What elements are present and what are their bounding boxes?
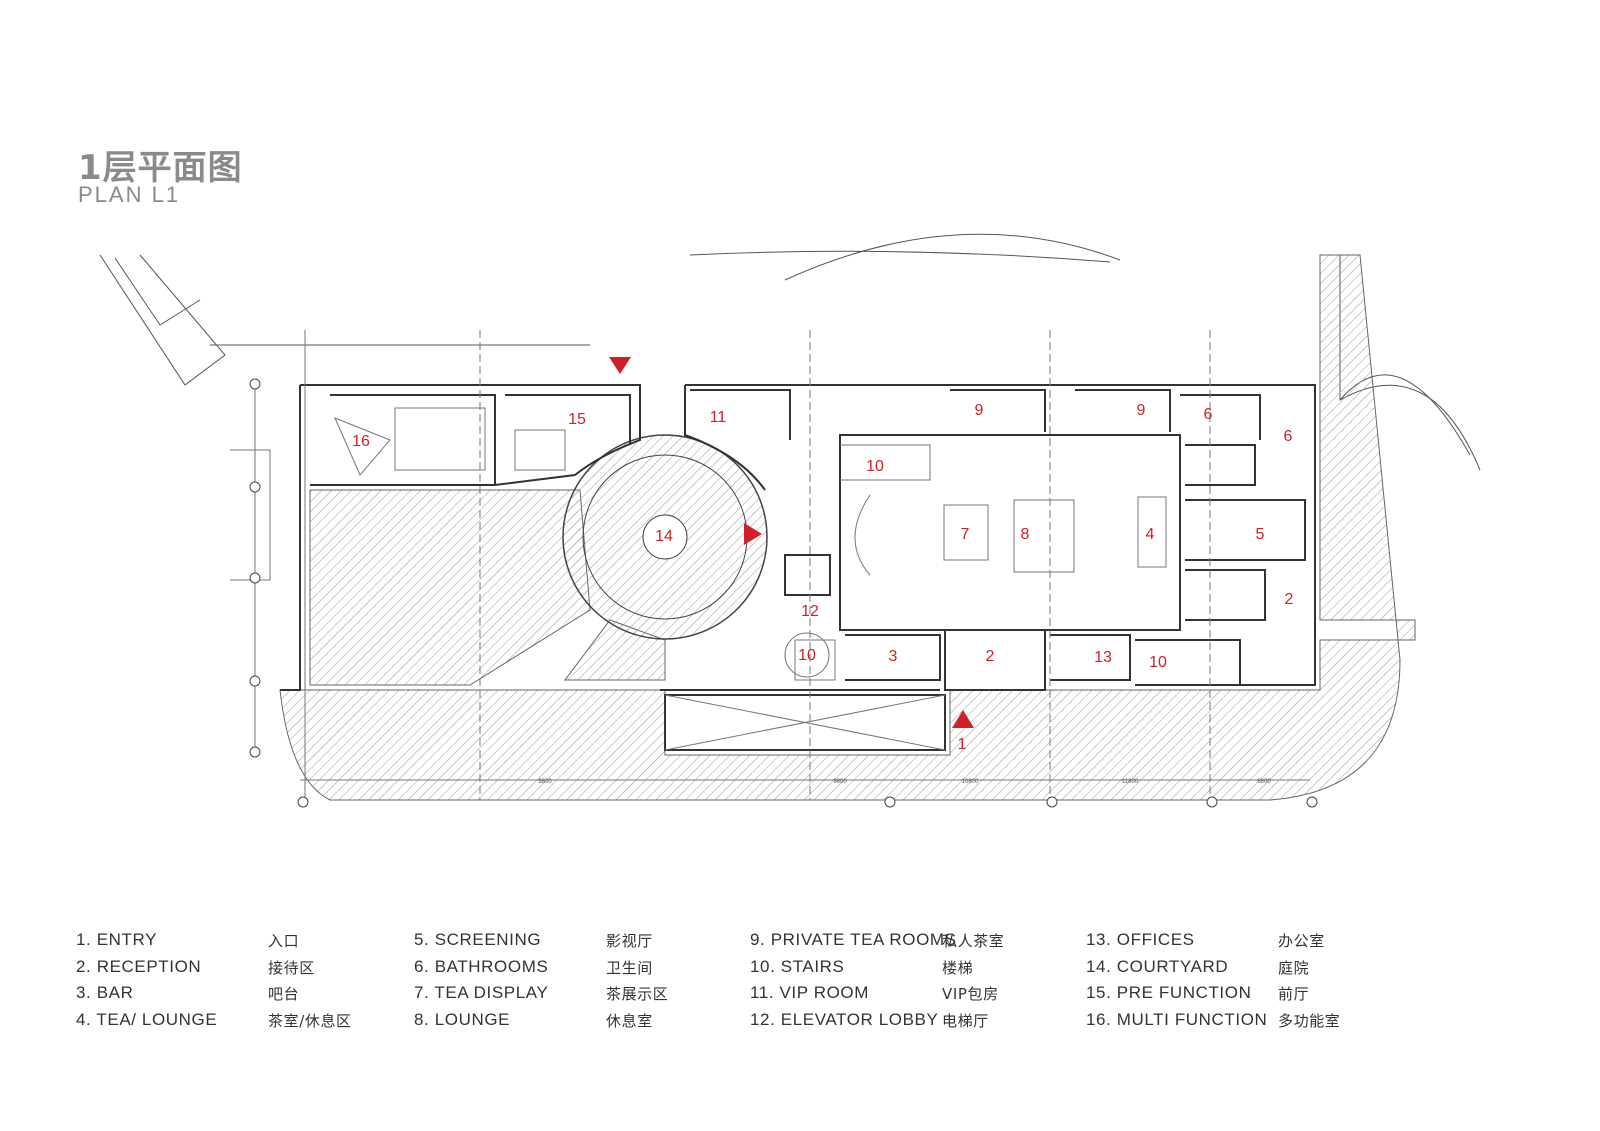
room-label: 6 [1204,406,1213,423]
room-label: 15 [568,411,586,428]
dimension-label: 11800 [1122,779,1139,785]
legend-item-cn: 影视厅 [606,932,653,950]
legend-item-en: 2. RECEPTION [76,956,202,976]
room-label: 2 [986,648,995,665]
legend-item-cn: 接待区 [268,958,315,977]
legend-item: 5. SCREENING 影视厅 [414,930,652,950]
legend-item-en: 16. MULTI FUNCTION [1086,1009,1268,1029]
room-label: 11 [710,409,727,426]
legend-item: 14. COURTYARD 庭院 [1086,956,1309,977]
room-label: 2 [1285,591,1294,608]
legend-item: 1. ENTRY 入口 [76,930,299,950]
legend-item-en: 6. BATHROOMS [414,956,549,976]
floor-plan-drawing: 16 15 11 9 9 6 6 10 7 8 4 5 14 12 2 10 3 2 13 10 1 9800 9800 1… [99,233,1481,808]
legend-item-en: 14. COURTYARD [1086,956,1229,976]
hatched-paving [279,254,1416,801]
interior-details [230,330,1310,800]
legend: 1. ENTRY 入口 2. RECEPTION 接待区 3. BAR 吧台 4. TEA/… [76,930,1556,1050]
legend-item-en: 10. STAIRS [750,956,845,976]
legend-item-cn: VIP包房 [942,985,999,1003]
legend-item: 4. TEA/ LOUNGE 茶室/休息区 [76,1009,351,1030]
legend-item-en: 8. LOUNGE [414,1009,511,1029]
dimension-label: 9800 [538,779,552,785]
legend-item-en: 1. ENTRY [76,930,158,949]
plan-title-en: PLAN L1 [78,182,181,207]
room-label: 10 [866,458,884,475]
legend-item: 7. TEA DISPLAY 茶展示区 [414,983,668,1003]
legend-item-cn: 电梯厅 [942,1011,989,1030]
dimension-labels: 9800 9800 10800 11800 6800 [538,779,1271,785]
legend-item: 13. OFFICES 办公室 [1086,930,1324,950]
room-label: 14 [655,528,673,545]
room-label: 13 [1094,649,1112,666]
legend-item-cn: 庭院 [1278,958,1310,977]
legend-item-en: 13. OFFICES [1086,930,1195,949]
legend-item: 2. RECEPTION 接待区 [76,956,314,977]
legend-item: 8. LOUNGE 休息室 [414,1009,652,1030]
legend-item-en: 15. PRE FUNCTION [1086,983,1252,1002]
legend-item-cn: 办公室 [1278,932,1325,950]
room-labels: 16 15 11 9 9 6 6 10 7 8 4 5 14 12 2 10 3 2 13 10 1 [352,402,1293,753]
legend-item-en: 5. SCREENING [414,930,542,949]
dimension-label: 6800 [1257,779,1271,785]
legend-item-cn: 多功能室 [1278,1011,1341,1030]
arrow-down-icon [609,357,631,374]
room-label: 5 [1256,526,1265,543]
dimension-label: 10800 [962,779,979,785]
legend-item: 11. VIP ROOM VIP包房 [750,983,998,1003]
legend-item-en: 3. BAR [76,983,134,1002]
room-label: 9 [1137,402,1146,419]
legend-item: 10. STAIRS 楼梯 [750,956,973,977]
legend-item-cn: 卫生间 [606,958,653,977]
legend-item: 16. MULTI FUNCTION 多功能室 [1086,1009,1340,1030]
legend-item-cn: 楼梯 [942,958,974,977]
arrow-right-icon [744,523,762,545]
legend-item-en: 11. VIP ROOM [750,983,869,1002]
room-label: 12 [801,603,819,620]
legend-item-cn: 茶展示区 [606,985,669,1003]
room-label: 16 [352,433,370,450]
legend-item: 6. BATHROOMS 卫生间 [414,956,652,977]
legend-item-cn: 休息室 [606,1011,653,1030]
room-label: 1 [958,736,967,753]
room-label: 10 [798,647,816,664]
legend-item-cn: 前厅 [1278,985,1310,1003]
room-label: 10 [1149,654,1167,671]
legend-item-en: 4. TEA/ LOUNGE [76,1009,218,1029]
entry-arrows [609,357,974,728]
room-label: 4 [1146,526,1155,543]
legend-item-cn: 茶室/休息区 [268,1011,352,1030]
dimension-label: 9800 [833,779,847,785]
grid-bubbles [249,378,1318,808]
room-label: 6 [1284,428,1293,445]
room-label: 9 [975,402,984,419]
room-label: 7 [961,526,970,543]
room-label: 3 [889,648,898,665]
legend-item-en: 7. TEA DISPLAY [414,983,549,1002]
arrow-up-icon [952,710,974,728]
room-label: 8 [1021,526,1030,543]
legend-item-cn: 吧台 [268,985,300,1003]
legend-item: 3. BAR 吧台 [76,983,299,1003]
legend-item-en: 12. ELEVATOR LOBBY [750,1009,939,1029]
plan-title-cn: 1层平面图 [78,148,243,188]
legend-item-cn: 入口 [268,932,300,950]
legend-item: 15. PRE FUNCTION 前厅 [1086,983,1309,1003]
legend-item-en: 9. PRIVATE TEA ROOMS [750,930,957,949]
legend-item-cn: 私人茶室 [942,932,1005,950]
